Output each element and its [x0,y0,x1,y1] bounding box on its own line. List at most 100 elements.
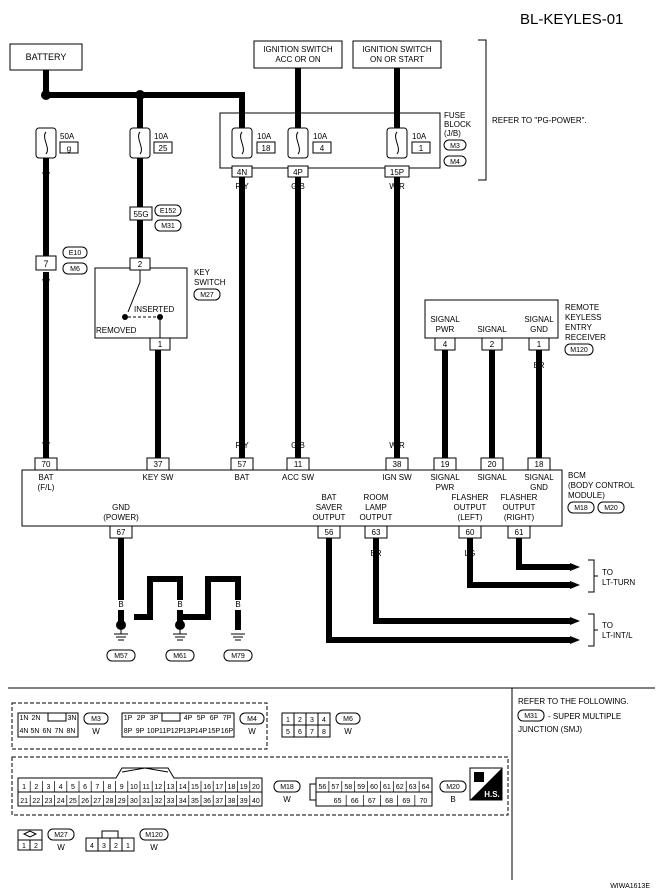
output-intl-2: LT-INT/L [602,631,633,640]
svg-text:M120: M120 [145,832,163,839]
wire-gnd-b-label-4: B [177,600,182,609]
svg-text:W: W [283,795,291,804]
bcm-bottom-pin-60: FLASHER OUTPUT (LEFT) 60 [452,493,489,539]
fuse-10a-1: 10A 1 [386,127,431,159]
receiver-pin-1-name-1: SIGNAL [524,315,554,324]
svg-text:BR: BR [554,617,565,626]
bcm-top-pin-57: 57 BAT [230,457,254,482]
legend-group-1 [11,702,268,750]
bcm-bottom-pin-67: GND (POWER) 67 [103,503,139,539]
svg-text:3: 3 [102,843,106,850]
legend-group-2 [11,756,509,816]
bcm-label-1: BCM [568,471,586,480]
pin-label: 20 [252,784,260,791]
svg-text:5N: 5N [31,728,40,735]
svg-text:(LEFT): (LEFT) [458,513,483,522]
ignition-acc-label-2: ACC OR ON [275,55,321,64]
ground-symbols [114,630,245,641]
wire-flasher-left-label: LG [465,549,476,558]
svg-text:2: 2 [34,843,38,850]
wire-flasher-left-lg [467,538,570,588]
fuse-refer-text: REFER TO "PG-POWER". [492,116,587,125]
svg-text:SAVER: SAVER [316,503,343,512]
receiver-label-4: RECEIVER [565,333,606,342]
wire-key-b-label: B [155,361,160,370]
bcm-conn-m20: M20 [604,505,618,512]
svg-text:1N: 1N [20,715,29,722]
pin-label: 6 [83,784,87,791]
svg-text:4: 4 [320,144,325,153]
bcm-bottom-pin-63: ROOM LAMP OUTPUT 63 [360,493,393,539]
receiver-pin-1: 1 [537,340,542,349]
pin-label: 62 [396,784,404,791]
fuse-block-label-2: BLOCK [444,120,472,129]
key-switch-pin-2: 2 [138,260,143,269]
fuse-block-label-3: (J/B) [444,129,461,138]
fuse-block-conn-m4: M4 [450,159,460,166]
fuse-10a-18: 10A 18 [231,127,276,159]
svg-text:W: W [150,843,158,852]
receiver-pin-2: 2 [490,340,495,349]
bcm-top-pin-38: 38 IGN SW [382,457,412,482]
legend-m6: 1 2 3 4 5 6 7 8 M6 W [281,712,361,738]
pin-label: 40 [252,798,260,805]
svg-text:H.S.: H.S. [484,790,500,799]
svg-text:G: G [552,563,558,572]
svg-text:M27: M27 [54,832,68,839]
pin-label: 70 [420,798,428,805]
svg-text:57: 57 [238,460,247,469]
pin-label: 32 [154,798,162,805]
conn-e10: E10 [69,250,82,257]
bcm-box [21,469,563,527]
refer-bracket [478,39,487,181]
svg-text:OUTPUT: OUTPUT [360,513,393,522]
receiver-label-2: KEYLESS [565,313,601,322]
svg-text:BAT: BAT [235,473,250,482]
svg-text:11P: 11P [159,728,171,735]
legend-m3: 1N 2N 3N 4N 5N 6N 7N 8N M3 W [17,712,109,738]
receiver-pin-4-name-2: PWR [436,325,455,334]
svg-text:BAT: BAT [39,473,54,482]
hs-badge: H.S. [469,767,503,801]
svg-text:W: W [248,727,256,736]
pin-label: 22 [32,798,40,805]
svg-text:13P: 13P [183,728,196,735]
pin-label: 9 [120,784,124,791]
svg-text:37: 37 [154,460,163,469]
wire-y-label-2: Y [137,233,143,242]
legend-smj-text-2: JUNCTION (SMJ) [518,725,582,734]
svg-text:(POWER): (POWER) [103,513,139,522]
pin-label: 34 [179,798,187,805]
svg-text:11: 11 [294,460,303,469]
legend-m120: 4 3 2 1 M120 W [85,828,169,852]
fuse-block-conn-m3-badge [443,139,467,151]
pin-label: 2 [34,784,38,791]
key-switch-conn: M27 [200,292,214,299]
legend-m4: 1P 2P 3P 4P 5P 6P 7P 8P 9P 10P 11P 12P 1… [121,712,265,738]
svg-text:6P: 6P [210,715,219,722]
svg-text:70: 70 [42,460,51,469]
svg-text:18: 18 [535,460,544,469]
wire-gnd-b-label-3: B [147,600,152,609]
ground-m79: M79 [231,653,245,660]
pin-label: 8 [108,784,112,791]
pin-label: 3 [47,784,51,791]
receiver-label-3: ENTRY [565,323,593,332]
pin-label: 14 [179,784,187,791]
svg-text:2N: 2N [32,715,41,722]
svg-text:38: 38 [393,460,402,469]
svg-text:6: 6 [298,729,302,736]
svg-text:1: 1 [126,843,130,850]
wire-gnd-b-label-1: B [118,549,123,558]
svg-text:4N: 4N [20,728,29,735]
pin-label: 1 [22,784,26,791]
page-title: BL-KEYLES-01 [520,11,623,28]
pin-label: 68 [385,798,393,805]
wire-recv-g-label: G [489,361,495,370]
wire-w-label-1: W [42,171,50,180]
key-switch-label-2: SWITCH [194,278,226,287]
pin-label: 24 [57,798,65,805]
wire-gnd-loop [134,576,241,620]
receiver-label-1: REMOTE [565,303,599,312]
wire-gnd-b-label-6: B [235,600,240,609]
